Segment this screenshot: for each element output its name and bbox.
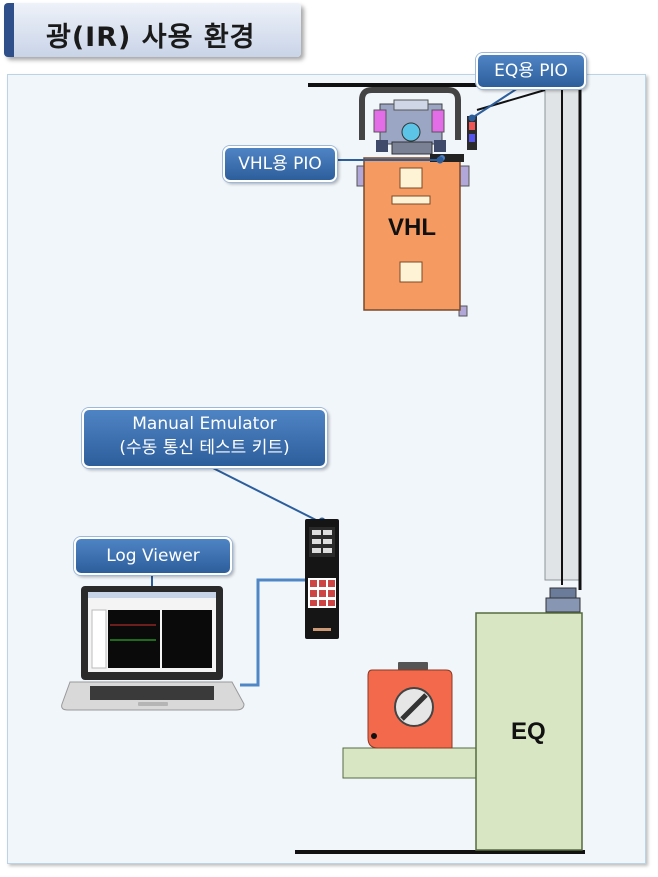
manual-emulator-device-icon <box>305 519 339 639</box>
vhl-label: VHL <box>388 214 436 241</box>
manual-emulator-subtitle: (수동 통신 테스트 키트) <box>119 438 290 458</box>
vhl-gripper-icon <box>359 87 461 155</box>
manual-emulator-title: Manual Emulator <box>132 414 277 434</box>
vhl-body <box>356 157 470 317</box>
eq-label: EQ <box>511 718 546 745</box>
manual-emulator-callout: Manual Emulator (수동 통신 테스트 키트) <box>82 408 327 468</box>
eq-pio-sensor-icon <box>467 89 546 150</box>
load-port-shelf <box>342 747 477 779</box>
title-accent-bar <box>4 3 14 57</box>
vhl-pio-callout: VHL용 PIO <box>223 146 337 182</box>
laptop-icon <box>61 586 245 711</box>
usb-cable <box>240 578 306 687</box>
emulator-leader <box>200 461 323 524</box>
foup-carrier-icon <box>367 662 453 749</box>
log-viewer-callout: Log Viewer <box>74 537 232 575</box>
eq-pio-leader <box>471 87 519 119</box>
eq-pio-callout: EQ용 PIO <box>476 53 586 89</box>
eq-body <box>475 612 583 851</box>
page-title: 광(IR) 사용 환경 <box>46 22 256 53</box>
eq-connector-icon <box>545 587 581 613</box>
title-box: 광(IR) 사용 환경 <box>4 3 301 57</box>
